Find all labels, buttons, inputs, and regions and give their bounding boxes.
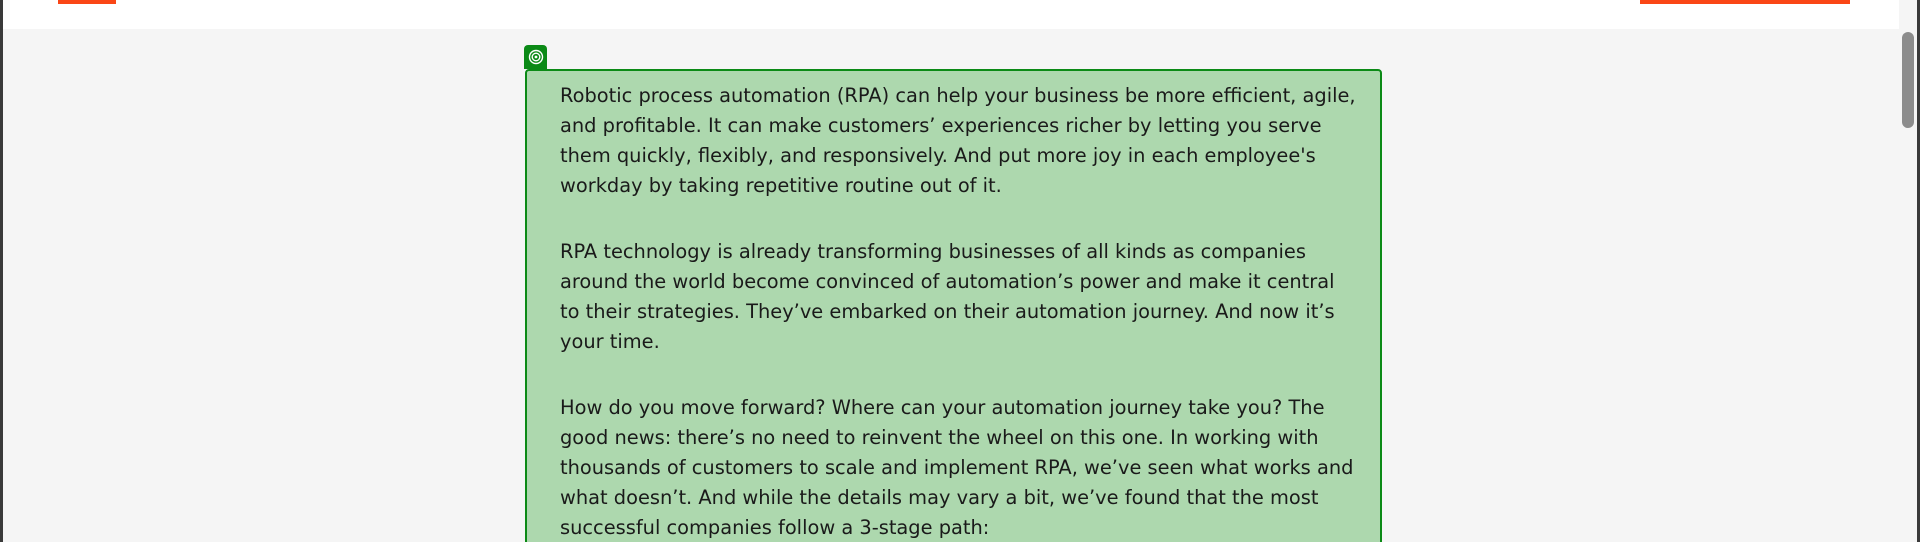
paragraph-rpa-transforming: RPA technology is already transforming b… (560, 240, 1335, 353)
target-icon[interactable] (524, 45, 547, 69)
vertical-scrollbar[interactable] (1899, 0, 1917, 542)
scrollbar-thumb[interactable] (1902, 32, 1914, 128)
page-content: Robotic process automation (RPA) can hel… (3, 29, 1899, 542)
paragraph-rpa-intro: Robotic process automation (RPA) can hel… (560, 84, 1356, 197)
top-header-bar (3, 0, 1899, 29)
paragraph-rpa-path: How do you move forward? Where can your … (560, 396, 1354, 539)
header-accent-left[interactable] (58, 0, 116, 4)
highlighted-text-block[interactable]: Robotic process automation (RPA) can hel… (525, 69, 1382, 542)
target-icon-graphic (528, 49, 543, 65)
header-accent-right[interactable] (1640, 0, 1850, 4)
